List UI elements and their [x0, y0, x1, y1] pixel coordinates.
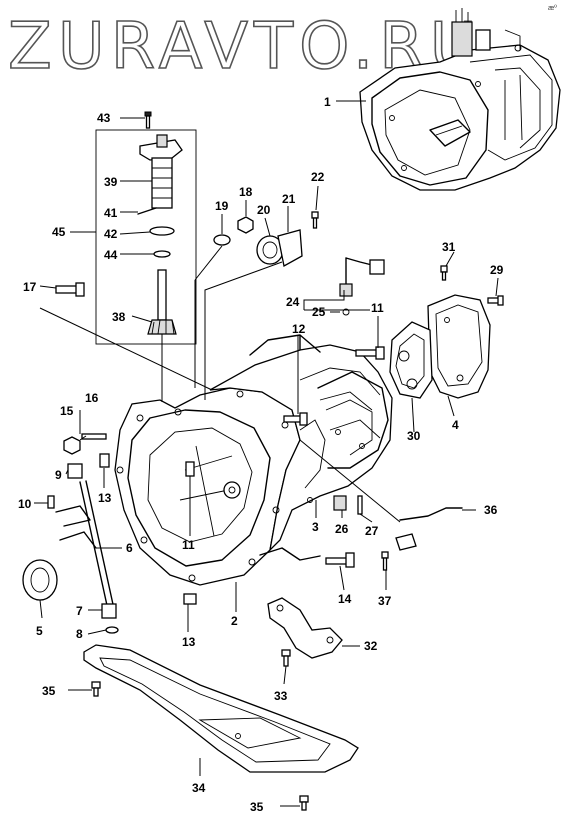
callout-35b: 35 — [250, 800, 264, 814]
bottom-plate — [83, 644, 359, 773]
transmission-case — [114, 334, 393, 586]
callout-7: 7 — [76, 604, 83, 618]
leader-lines — [34, 100, 499, 807]
callout-12: 12 — [292, 322, 306, 336]
callout-10: 10 — [18, 497, 32, 511]
corner-mark: æº — [548, 5, 557, 12]
callout-33: 33 — [274, 689, 288, 703]
callout-8: 8 — [76, 627, 83, 641]
callout-36: 36 — [484, 503, 498, 517]
callout-3: 3 — [312, 520, 319, 534]
callout-39: 39 — [104, 175, 118, 189]
callout-labels: 1 2 3 4 5 6 7 8 9 10 11 11 12 13 13 14 1… — [18, 95, 504, 814]
callout-37: 37 — [378, 594, 392, 608]
callout-6: 6 — [126, 541, 133, 555]
callout-1: 1 — [324, 95, 331, 109]
callout-14: 14 — [338, 592, 352, 606]
callout-4: 4 — [452, 418, 459, 432]
callout-5: 5 — [36, 624, 43, 638]
callout-35a: 35 — [42, 684, 56, 698]
callout-15: 15 — [60, 404, 74, 418]
callout-42: 42 — [104, 227, 118, 241]
speedometer-group — [95, 111, 197, 345]
callout-38: 38 — [112, 310, 126, 324]
callout-25: 25 — [312, 305, 326, 319]
callout-29: 29 — [490, 263, 504, 277]
callout-17: 17 — [23, 280, 37, 294]
callout-30: 30 — [407, 429, 421, 443]
callout-20: 20 — [257, 203, 271, 217]
callout-44: 44 — [104, 248, 118, 262]
small-parts — [22, 211, 504, 811]
callout-45: 45 — [52, 225, 66, 239]
bracket — [267, 597, 343, 659]
transmission-assembly — [359, 8, 561, 191]
callout-31: 31 — [442, 240, 456, 254]
callout-22: 22 — [311, 170, 325, 184]
callout-26: 26 — [335, 522, 349, 536]
callout-18: 18 — [239, 185, 253, 199]
callout-11a: 11 — [182, 538, 195, 552]
callout-11b: 11 — [371, 301, 384, 315]
callout-32: 32 — [364, 639, 378, 653]
callout-19: 19 — [215, 199, 229, 213]
rear-cover — [389, 294, 491, 399]
callout-16: 16 — [85, 391, 99, 405]
callout-21: 21 — [282, 192, 296, 206]
callout-41: 41 — [104, 206, 118, 220]
callout-2: 2 — [231, 614, 238, 628]
callout-9: 9 — [55, 468, 62, 482]
callout-13a: 13 — [98, 491, 112, 505]
callout-43: 43 — [97, 111, 111, 125]
callout-27: 27 — [365, 524, 379, 538]
callout-34: 34 — [192, 781, 206, 795]
callout-13b: 13 — [182, 635, 196, 649]
callout-24: 24 — [286, 295, 300, 309]
